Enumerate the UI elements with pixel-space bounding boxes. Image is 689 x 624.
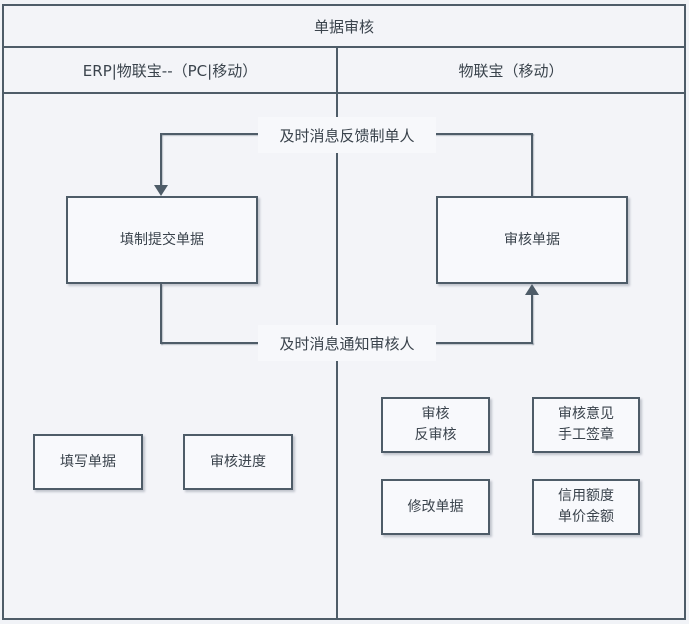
connector-notify-left-horizontal	[160, 342, 259, 344]
connector-feedback-left-horizontal	[160, 133, 259, 135]
connector-notify-right-horizontal	[434, 342, 533, 344]
connector-feedback-right-vertical	[531, 133, 533, 196]
edge-label-feedback-creator: 及时消息反馈制单人	[258, 117, 436, 153]
title-separator-line	[4, 46, 685, 48]
node-modify-document: 修改单据	[381, 479, 490, 535]
arrowhead-down-icon	[154, 185, 168, 196]
node-review-unreview: 审核 反审核	[381, 397, 490, 453]
node-fill-submit-document: 填制提交单据	[66, 196, 258, 284]
node-fill-document: 填写单据	[33, 434, 143, 490]
node-review-opinion-signature: 审核意见 手工签章	[532, 397, 640, 453]
node-review-document: 审核单据	[436, 196, 628, 284]
connector-notify-right-vertical	[531, 294, 533, 344]
header-separator-line	[4, 92, 685, 94]
node-credit-limit-unit-price: 信用额度 单价金额	[532, 479, 640, 535]
connector-feedback-left-vertical	[160, 133, 162, 187]
connector-feedback-right-horizontal	[434, 133, 533, 135]
arrowhead-up-icon	[525, 284, 539, 295]
edge-label-notify-reviewer: 及时消息通知审核人	[258, 325, 436, 361]
node-review-progress: 审核进度	[183, 434, 293, 490]
connector-notify-left-vertical	[160, 284, 162, 344]
lane-header-erp-pc-mobile: ERP|物联宝--（PC|移动）	[82, 61, 258, 80]
diagram-title: 单据审核	[313, 17, 374, 36]
lane-header-wulianbao-mobile: 物联宝（移动）	[458, 61, 564, 80]
